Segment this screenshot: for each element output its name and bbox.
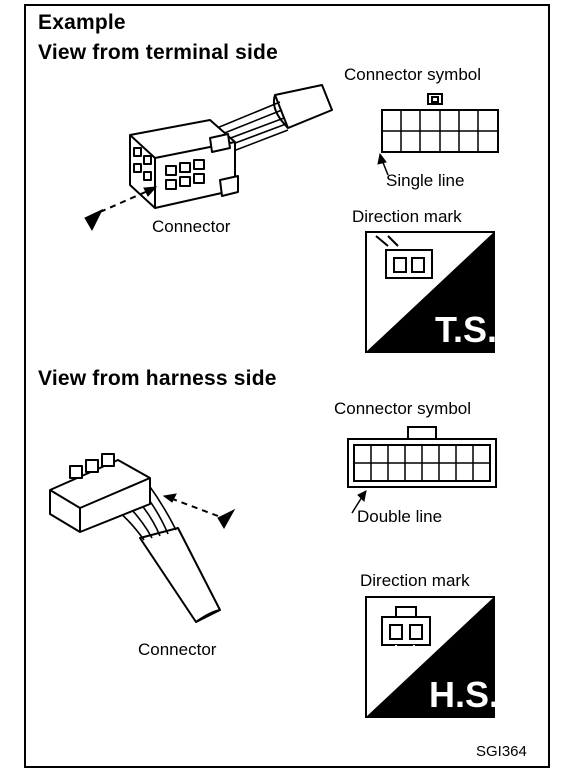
ts-connector-symbol-label: Connector symbol	[344, 65, 482, 84]
terminal-side-heading: View from terminal side	[38, 41, 278, 64]
ts-mark-text: T.S.	[435, 309, 497, 350]
single-line-connector-symbol	[377, 93, 499, 176]
hs-mark-text: H.S.	[429, 674, 499, 715]
harness-side-connector-illustration	[49, 453, 236, 623]
hs-direction-mark: H.S.	[365, 596, 499, 718]
harness-side-heading: View from harness side	[38, 367, 277, 390]
hs-connector-label: Connector	[138, 640, 217, 659]
double-line-connector-symbol	[347, 426, 497, 514]
ts-direction-mark-label: Direction mark	[352, 207, 462, 226]
hs-direction-mark-label: Direction mark	[360, 571, 470, 590]
example-heading: Example	[38, 11, 126, 34]
single-line-label: Single line	[386, 171, 465, 190]
ts-connector-label: Connector	[152, 217, 231, 236]
terminal-side-connector-illustration	[84, 84, 333, 232]
double-line-label: Double line	[357, 507, 443, 526]
hs-connector-symbol-label: Connector symbol	[334, 399, 472, 418]
figure-frame	[24, 4, 550, 768]
ts-direction-mark: T.S.	[365, 231, 497, 353]
figure-code: SGI364	[476, 743, 527, 760]
